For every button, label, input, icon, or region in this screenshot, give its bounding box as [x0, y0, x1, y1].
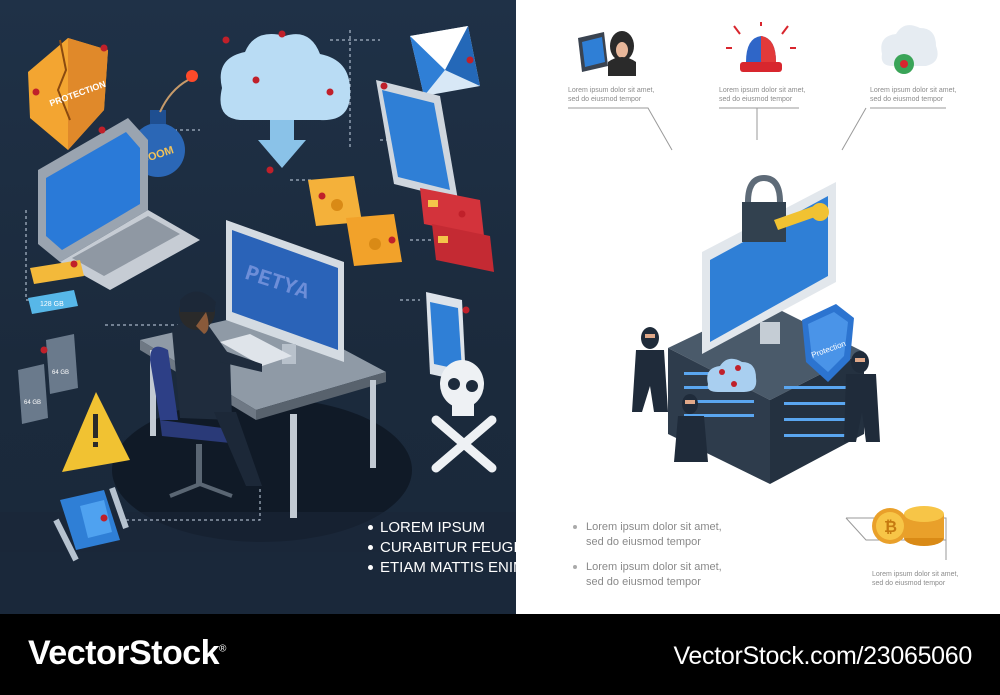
hacker-at-desk-figure	[150, 291, 262, 498]
vectorstock-logo: VectorStock®	[28, 634, 226, 672]
virus-bug-icons	[32, 30, 474, 522]
cracked-protection-shield-icon: PROTECTION	[28, 38, 108, 150]
hacker-scene-illustration: PROTECTION BOOM	[0, 26, 516, 562]
credit-cards-icon	[420, 188, 494, 272]
watermark-footer: VectorStock® VectorStock.com/23065060	[0, 614, 1000, 695]
feature-bullet-list: LOREM IPSUM CURABITUR FEUGIAT ETIAM MATT…	[368, 518, 516, 578]
bottom-caption-1: Lorem ipsum dolor sit amet, sed do eiusm…	[573, 520, 722, 550]
coins-caption: Lorem ipsum dolor sit amet, sed do eiusm…	[872, 571, 959, 587]
sd-cards-icon: 64 GB 64 GB	[18, 334, 78, 424]
left-illustration-panel: PROTECTION BOOM	[0, 0, 516, 614]
hacker-at-computer-icon	[578, 31, 636, 76]
svg-text:₿: ₿	[884, 518, 897, 536]
bullet-text: ETIAM MATTIS ENIM QUIS	[380, 559, 516, 576]
keyboard	[220, 334, 292, 366]
sd-label-b: 64 GB	[52, 370, 69, 376]
sd-label-a: 64 GB	[24, 400, 41, 406]
top-caption-3: Lorem ipsum dolor sit amet, sed do eiusm…	[870, 87, 957, 103]
infected-email-icon	[410, 26, 480, 96]
infected-cloud-icon	[881, 25, 938, 74]
tablet-icon	[376, 80, 458, 200]
top-caption-2: Lorem ipsum dolor sit amet, sed do eiusm…	[719, 87, 806, 103]
usb-label: 128 GB	[40, 301, 64, 308]
infected-folders-icon	[308, 176, 402, 266]
usb-drive-icon: 128 GB	[28, 260, 84, 314]
bullet-item: ETIAM MATTIS ENIM QUIS	[368, 558, 516, 578]
bullet-text: CURABITUR FEUGIAT	[380, 539, 516, 556]
server-security-illustration: Protection	[632, 174, 880, 484]
right-infographic-panel: Lorem ipsum dolor sit amet, sed do eiusm…	[516, 0, 1000, 614]
smartwatch-icon	[53, 487, 129, 562]
infected-download-cloud-icon	[220, 34, 351, 168]
alarm-siren-icon	[726, 22, 796, 72]
bullet-item: CURABITUR FEUGIAT	[368, 538, 516, 558]
infected-laptop-icon	[38, 118, 200, 290]
smartphone-icon	[426, 292, 466, 382]
skull-and-crossbones-icon	[431, 360, 497, 473]
bullet-text: LOREM IPSUM	[380, 519, 486, 536]
bottom-caption-2: Lorem ipsum dolor sit amet, sed do eiusm…	[573, 560, 722, 590]
image-id-text: VectorStock.com/23065060	[673, 642, 972, 670]
bullet-item: LOREM IPSUM	[368, 518, 516, 538]
desktop-monitor-icon: PETYA	[226, 220, 344, 364]
top-caption-1: Lorem ipsum dolor sit amet, sed do eiusm…	[568, 87, 655, 103]
bitcoin-coins-icon: ₿	[872, 506, 944, 546]
warning-sign-icon	[62, 392, 130, 472]
